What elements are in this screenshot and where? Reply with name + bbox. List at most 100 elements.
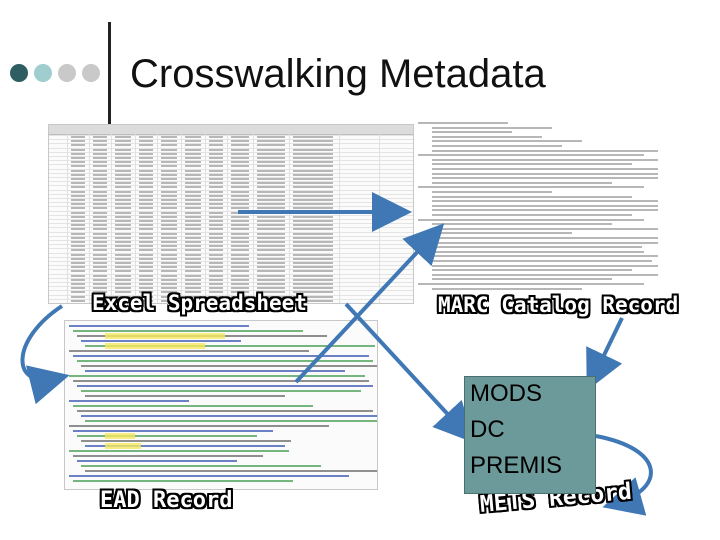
spreadsheet-cell — [231, 249, 249, 252]
spreadsheet-cell — [161, 232, 177, 235]
spreadsheet-cell — [185, 257, 201, 260]
spreadsheet-cell — [115, 232, 131, 235]
spreadsheet-cell — [293, 270, 333, 273]
spreadsheet-cell — [71, 148, 85, 151]
spreadsheet-cell — [93, 165, 107, 168]
spreadsheet-cell — [293, 287, 333, 290]
spreadsheet-cell — [161, 190, 177, 193]
spreadsheet-cell — [257, 182, 285, 185]
spreadsheet-cell — [71, 262, 85, 264]
spreadsheet-cell — [139, 194, 153, 197]
spreadsheet-cell — [185, 245, 201, 248]
spreadsheet-cell — [139, 278, 153, 281]
spreadsheet-cell — [139, 136, 153, 138]
spreadsheet-cell — [231, 157, 249, 159]
spreadsheet-cell — [257, 140, 285, 143]
spreadsheet-cell — [209, 283, 223, 285]
spreadsheet-cell — [185, 207, 201, 210]
spreadsheet-cell — [93, 278, 107, 281]
spreadsheet-cell — [71, 236, 85, 239]
spreadsheet-cell — [209, 186, 223, 189]
spreadsheet-cell — [161, 215, 177, 218]
spreadsheet-cell — [139, 161, 153, 164]
spreadsheet-cell — [71, 165, 85, 168]
spreadsheet-row-line — [49, 261, 413, 262]
spreadsheet-cell — [293, 169, 333, 172]
spreadsheet-cell — [185, 299, 201, 302]
spreadsheet-cell — [209, 257, 223, 260]
spreadsheet-cell — [139, 228, 153, 231]
spreadsheet-cell — [139, 207, 153, 210]
spreadsheet-cell — [115, 136, 131, 138]
spreadsheet-row-line — [49, 244, 413, 246]
spreadsheet-row-line — [49, 282, 413, 283]
ead-code-line — [85, 345, 375, 347]
ead-code-line — [73, 405, 313, 407]
spreadsheet-cell — [71, 287, 85, 290]
spreadsheet-cell — [139, 262, 153, 264]
spreadsheet-cell — [293, 283, 333, 285]
spreadsheet-cell — [257, 211, 285, 214]
spreadsheet-cell — [93, 207, 107, 210]
spreadsheet-row-line — [49, 198, 413, 199]
spreadsheet-cell — [161, 249, 177, 252]
spreadsheet-cell — [139, 287, 153, 290]
spreadsheet-cell — [71, 173, 85, 176]
spreadsheet-row-line — [49, 290, 413, 292]
ead-code-line — [81, 465, 321, 467]
excel-spreadsheet-thumbnail — [48, 124, 414, 304]
spreadsheet-cell — [293, 249, 333, 252]
marc-field-line — [418, 154, 644, 157]
spreadsheet-column-line — [135, 134, 136, 303]
spreadsheet-cell — [293, 178, 333, 180]
spreadsheet-cell — [115, 161, 131, 164]
spreadsheet-cell — [139, 270, 153, 273]
spreadsheet-cell — [185, 152, 201, 155]
spreadsheet-cell — [231, 253, 249, 256]
marc-field-line — [432, 278, 612, 281]
spreadsheet-cell — [139, 140, 153, 143]
spreadsheet-cell — [209, 245, 223, 248]
spreadsheet-cell — [209, 287, 223, 290]
spreadsheet-cell — [161, 270, 177, 273]
spreadsheet-cell — [231, 194, 249, 197]
ead-code-line — [81, 440, 291, 442]
spreadsheet-cell — [185, 274, 201, 277]
spreadsheet-cell — [231, 232, 249, 235]
spreadsheet-cell — [185, 228, 201, 231]
marc-field-line — [432, 149, 658, 152]
spreadsheet-cell — [93, 287, 107, 290]
marc-field-line — [432, 241, 658, 244]
spreadsheet-column-line — [111, 134, 112, 303]
marc-field-line — [432, 135, 542, 138]
spreadsheet-cell — [71, 194, 85, 197]
spreadsheet-cell — [231, 236, 249, 239]
spreadsheet-cell — [71, 161, 85, 164]
spreadsheet-cell — [161, 278, 177, 281]
spreadsheet-cell — [293, 274, 333, 277]
spreadsheet-cell — [161, 140, 177, 143]
ead-code-line — [85, 420, 377, 422]
spreadsheet-row-line — [49, 286, 413, 288]
spreadsheet-cell — [139, 199, 153, 201]
ead-code-line — [69, 400, 189, 402]
spreadsheet-cell — [231, 299, 249, 302]
spreadsheet-row-line — [49, 265, 413, 267]
marc-field-line — [432, 204, 658, 207]
spreadsheet-cell — [71, 199, 85, 201]
spreadsheet-cell — [161, 257, 177, 260]
spreadsheet-cell — [93, 215, 107, 218]
marc-field-line — [432, 232, 572, 235]
spreadsheet-cell — [115, 274, 131, 277]
spreadsheet-cell — [139, 249, 153, 252]
spreadsheet-cell — [93, 152, 107, 155]
spreadsheet-cell — [209, 253, 223, 256]
spreadsheet-cell — [115, 299, 131, 302]
spreadsheet-cell — [185, 266, 201, 269]
spreadsheet-cell — [231, 152, 249, 155]
spreadsheet-cell — [257, 148, 285, 151]
spreadsheet-cell — [115, 245, 131, 248]
spreadsheet-cell — [161, 236, 177, 239]
spreadsheet-cell — [209, 228, 223, 231]
spreadsheet-cell — [71, 186, 85, 189]
